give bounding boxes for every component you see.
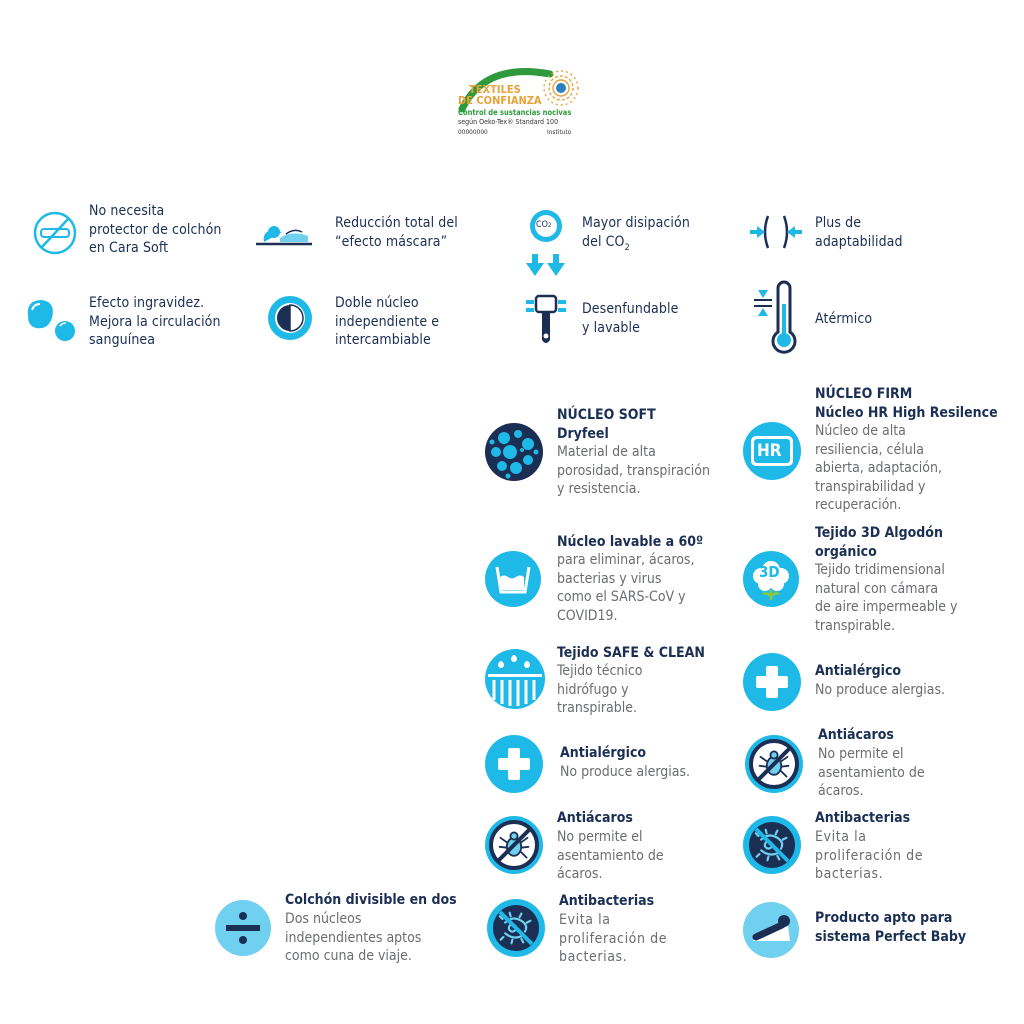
no-mattress-protector-icon	[33, 211, 77, 255]
item-title: Antiácaros	[557, 810, 633, 826]
item-desc: Evita la proliferación de bacterias.	[815, 829, 924, 882]
anti-mites-icon	[745, 735, 803, 793]
hr-badge-icon	[743, 422, 801, 480]
certification-arc-icon	[458, 68, 579, 113]
item-title: Antialérgico	[560, 745, 647, 761]
thermometer-icon	[754, 280, 797, 354]
item-title: NÚCLEO SOFT Dryfeel	[557, 407, 656, 442]
antiallergic-icon	[485, 735, 543, 793]
item-desc: Tejido tridimensional natural con cámara…	[815, 562, 958, 634]
co2-dissipation-icon	[526, 210, 565, 276]
item-desc: No produce alergias.	[815, 682, 946, 698]
feature-text: Reducción total del “efecto máscara”	[335, 215, 458, 250]
item-title: Colchón divisible en dos	[285, 892, 457, 908]
item-desc: Dos núcleos independientes aptos como cu…	[285, 911, 422, 964]
cert-line-4: según Oeko-Tex® Standard 100	[458, 118, 559, 126]
item-title: Tejido SAFE & CLEAN	[557, 645, 705, 661]
dryfeel-porous-icon	[485, 423, 543, 481]
double-core-icon	[268, 296, 312, 340]
sleeper-pillow-icon	[256, 226, 312, 246]
feature-text: Plus de adaptabilidad	[815, 215, 903, 250]
item-desc: Evita la proliferación de bacterias.	[559, 912, 668, 965]
item-desc: Núcleo de alta resiliencia, célula abier…	[815, 423, 942, 513]
washable-icon	[485, 551, 541, 607]
item-desc: No permite el asentamiento de ácaros.	[818, 746, 925, 799]
item-title: Núcleo lavable a 60º	[557, 534, 704, 550]
hr-label: HR	[757, 441, 782, 461]
antibacterial-icon	[743, 816, 801, 874]
feature-text: Desenfundable y lavable	[582, 301, 679, 336]
cert-institute: Instituto	[547, 128, 572, 136]
adaptability-icon	[750, 215, 802, 249]
baby-system-icon	[743, 902, 799, 958]
oeko-tex-certification-logo: TEXTILES DE CONFIANZA Control de sustanc…	[455, 64, 585, 150]
divide-icon	[215, 900, 271, 956]
item-desc: No permite el asentamiento de ácaros.	[557, 829, 664, 882]
antiallergic-icon	[743, 653, 801, 711]
cert-line-2: DE CONFIANZA	[458, 94, 542, 107]
item-title: Antibacterias	[559, 893, 655, 909]
item-desc: Tejido técnico hidrófugo y transpirable.	[557, 663, 643, 716]
antibacterial-icon	[487, 899, 545, 957]
cert-line-3: Control de sustancias nocivas	[458, 108, 572, 117]
feature-text: Doble núcleo independiente e intercambia…	[335, 295, 440, 348]
feature-text: Mayor disipación del CO2	[582, 215, 690, 253]
anti-mites-icon	[485, 816, 543, 874]
item-desc: Material de alta porosidad, transpiració…	[557, 444, 710, 497]
item-desc: para eliminar, ácaros, bacterias y virus…	[557, 552, 695, 624]
feature-text: Efecto ingravidez. Mejora la circulación…	[89, 295, 221, 348]
feature-text: Atérmico	[815, 311, 873, 327]
cotton-3d-label: 3D	[759, 563, 780, 581]
item-title: Tejido 3D Algodón orgánico	[815, 525, 943, 560]
sunflower-icon	[543, 70, 579, 106]
cert-code: 00000000	[458, 128, 488, 136]
item-title: Producto apto para sistema Perfect Baby	[815, 910, 967, 945]
item-title: Antibacterias	[815, 810, 911, 826]
floating-spheres-icon	[27, 300, 75, 341]
item-title: Antiácaros	[818, 727, 894, 743]
item-title: NÚCLEO FIRM Núcleo HR High Resilence	[815, 386, 998, 421]
item-desc: No produce alergias.	[560, 764, 691, 780]
co2-label: CO2	[536, 220, 552, 230]
cotton-3d-icon	[743, 551, 799, 607]
feature-text: No necesita protector de colchón en Cara…	[89, 203, 222, 256]
zipper-icon	[526, 294, 566, 343]
safe-clean-fabric-icon	[485, 649, 545, 709]
cert-line-1: TEXTILES	[469, 83, 521, 96]
item-title: Antialérgico	[815, 663, 902, 679]
